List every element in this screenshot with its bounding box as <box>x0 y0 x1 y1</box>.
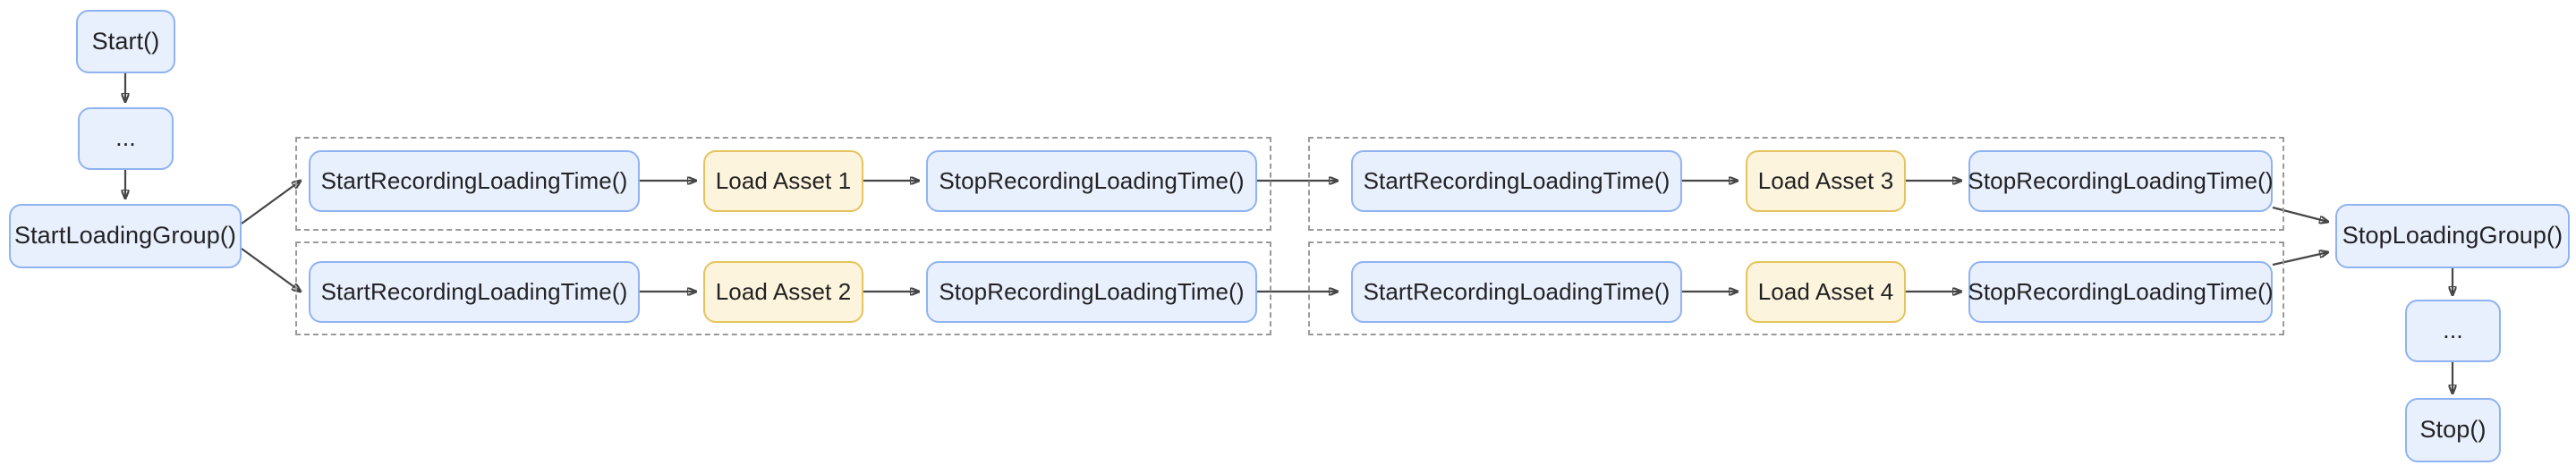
node-g2-l2-stop-recording[interactable]: StopRecordingLoadingTime() <box>1968 261 2274 323</box>
node-ellipsis-right[interactable]: ... <box>2405 300 2501 362</box>
node-g2-l2-start-recording[interactable]: StartRecordingLoadingTime() <box>1351 261 1682 323</box>
node-g2-l2-load-asset[interactable]: Load Asset 4 <box>1746 261 1906 323</box>
node-start[interactable]: Start() <box>76 10 175 73</box>
group-1-lane-1-boundary <box>295 137 1271 231</box>
node-g2-l1-start-recording[interactable]: StartRecordingLoadingTime() <box>1351 150 1682 212</box>
group-2-lane-1-boundary <box>1308 137 2284 231</box>
node-g1-l2-start-recording[interactable]: StartRecordingLoadingTime() <box>309 261 640 323</box>
group-1-lane-2-boundary <box>295 241 1271 335</box>
node-start-loading-group[interactable]: StartLoadingGroup() <box>9 204 242 268</box>
edge-startgroup-to-lane1 <box>241 181 301 224</box>
node-stop-loading-group[interactable]: StopLoadingGroup() <box>2335 204 2570 268</box>
node-g1-l1-start-recording[interactable]: StartRecordingLoadingTime() <box>309 150 640 212</box>
node-g1-l2-stop-recording[interactable]: StopRecordingLoadingTime() <box>926 261 1257 323</box>
node-g2-l1-stop-recording[interactable]: StopRecordingLoadingTime() <box>1968 150 2274 212</box>
node-g1-l2-load-asset[interactable]: Load Asset 2 <box>703 261 863 323</box>
group-2-lane-2-boundary <box>1308 241 2284 335</box>
node-g1-l1-load-asset[interactable]: Load Asset 1 <box>703 150 863 212</box>
node-stop[interactable]: Stop() <box>2405 398 2501 462</box>
node-g1-l1-stop-recording[interactable]: StopRecordingLoadingTime() <box>926 150 1257 212</box>
edge-startgroup-to-lane2 <box>241 248 301 292</box>
node-g2-l1-load-asset[interactable]: Load Asset 3 <box>1746 150 1906 212</box>
node-ellipsis-left[interactable]: ... <box>78 107 174 170</box>
